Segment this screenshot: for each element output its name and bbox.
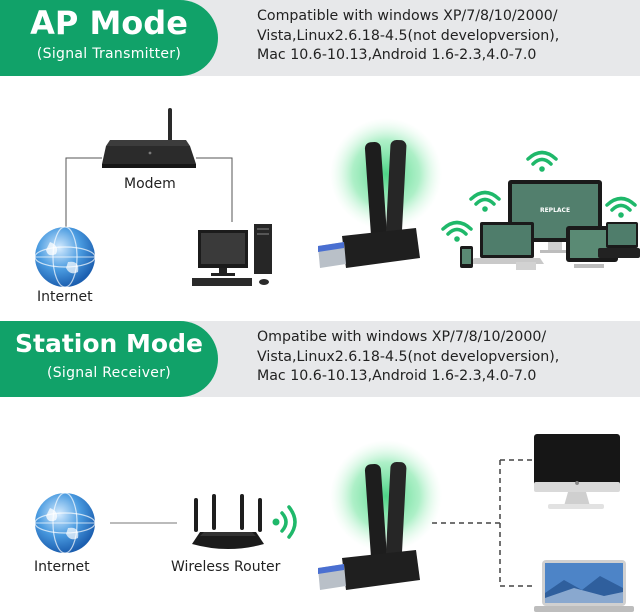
- wifi-icon: [526, 150, 558, 172]
- desktop-pc-icon: [192, 224, 272, 286]
- laptop-icon: [534, 560, 634, 612]
- router-label: Wireless Router: [171, 559, 281, 575]
- ap-mode-tab: AP Mode (Signal Transmitter): [0, 0, 218, 76]
- station-mode-description: Ompatibe with windows XP/7/8/10/2000/ Vi…: [257, 329, 560, 384]
- station-mode-title: Station Mode: [15, 329, 203, 358]
- wifi-icon: [469, 190, 501, 212]
- ap-mode-description: Compatible with windows XP/7/8/10/2000/ …: [257, 8, 560, 63]
- globe-icon: [34, 492, 96, 554]
- screen-text: REPLACE: [540, 207, 570, 214]
- ap-mode-subtitle: (Signal Transmitter): [36, 46, 182, 62]
- modem-label: Modem: [124, 176, 176, 192]
- wifi-icon: [441, 220, 473, 242]
- station-mode-tab: Station Mode (Signal Receiver): [0, 321, 218, 397]
- wifi-icon: [605, 196, 637, 218]
- usb-adapter-icon: [318, 118, 442, 268]
- device-group-icon: REPLACE: [460, 180, 640, 270]
- usb-adapter-icon: [318, 440, 442, 590]
- internet-label-station: Internet: [34, 559, 90, 575]
- ap-connection-lines: [65, 157, 233, 240]
- station-connection-lines: [110, 459, 533, 587]
- station-mode-subtitle: (Signal Receiver): [46, 365, 172, 381]
- modem-icon: [102, 108, 196, 168]
- ap-mode-title: AP Mode: [30, 4, 188, 42]
- imac-icon: [534, 434, 620, 509]
- internet-label-ap: Internet: [37, 289, 93, 305]
- globe-icon: [34, 226, 96, 288]
- wifi-signal-icon: [272, 505, 297, 539]
- router-icon: [192, 494, 264, 549]
